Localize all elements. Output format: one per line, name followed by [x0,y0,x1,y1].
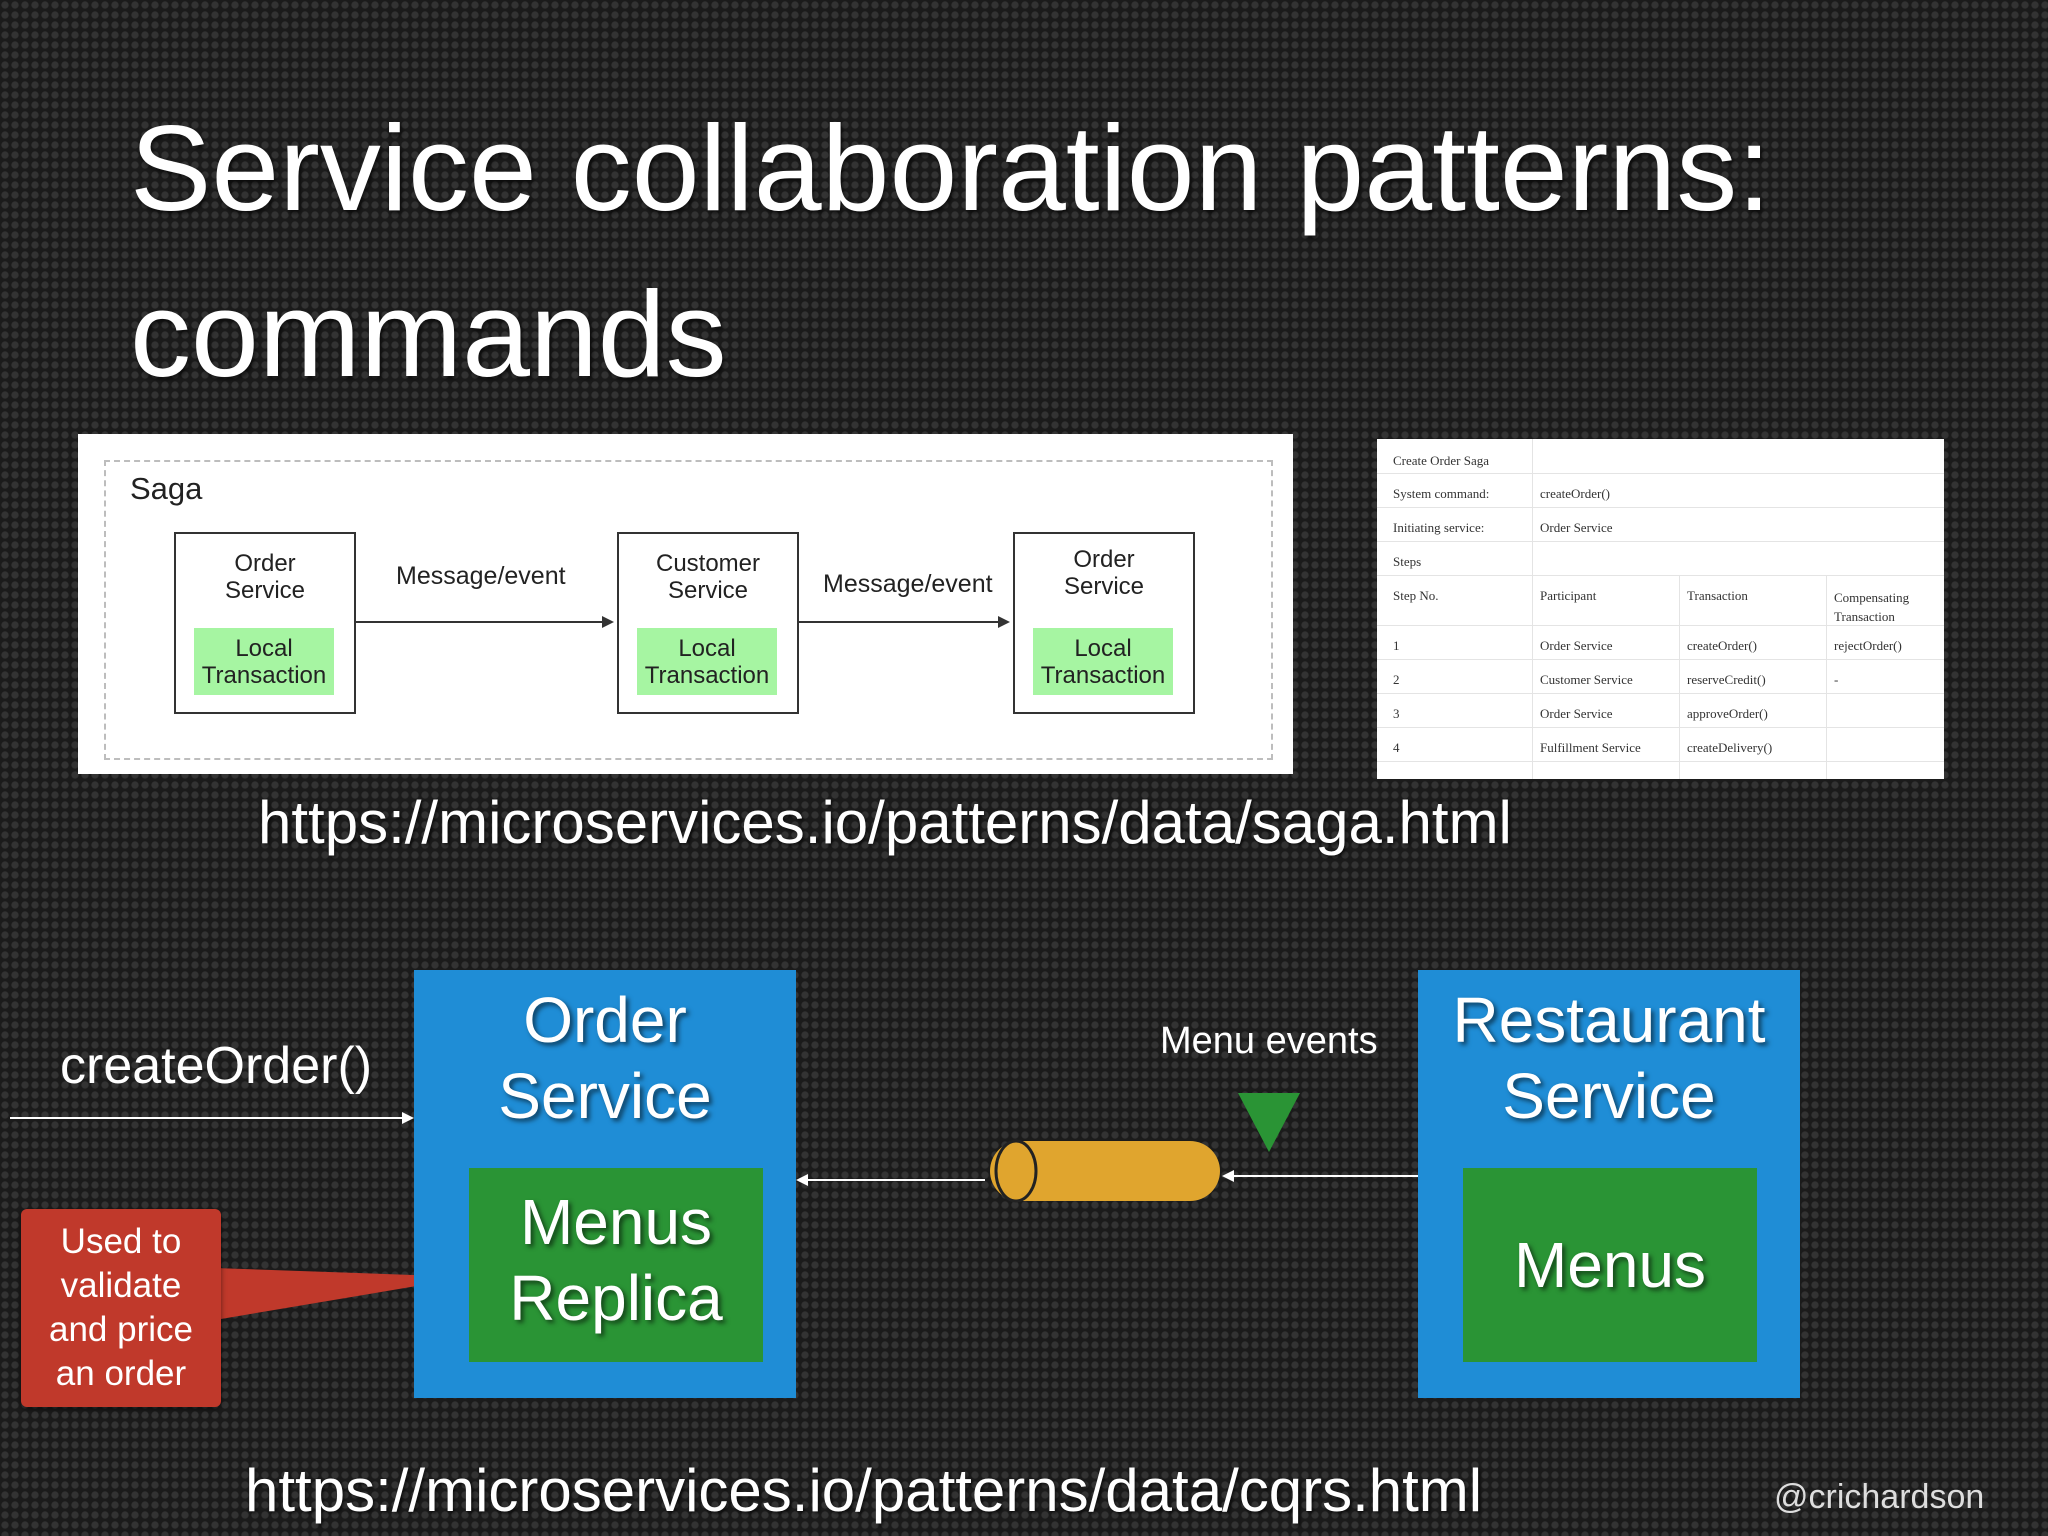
table-header: Step No. [1393,588,1439,603]
table-title: Create Order Saga [1393,453,1490,468]
cqrs-url-link[interactable]: https://microservices.io/patterns/data/c… [245,1457,1483,1524]
saga-url-link[interactable]: https://microservices.io/patterns/data/s… [258,789,1512,856]
table-header: Participant [1540,588,1597,603]
create-order-command-label: createOrder() [60,1037,373,1095]
menu-events-label: Menu events [1160,1020,1378,1062]
table-label: Initiating service: [1393,520,1485,535]
callout-note: Used to validate and price an order [21,1209,221,1407]
saga-table-image: Create Order Saga System command: create… [1377,439,1944,779]
saga-service-box: Order Service Local Transaction [1013,532,1195,714]
table-cell: 4 [1393,740,1400,755]
table-label: Steps [1393,554,1422,569]
table-cell: Order Service [1540,706,1613,721]
table-cell: Customer Service [1540,672,1633,687]
table-cell: createDelivery() [1687,740,1773,755]
local-transaction-label: Local Transaction [1033,628,1173,695]
saga-boundary [104,460,1273,760]
order-service-label: Order Service [498,984,712,1132]
table-cell: 2 [1393,672,1400,687]
restaurant-service-label: Restaurant Service [1452,984,1766,1132]
saga-service-name: Order Service [1063,546,1145,600]
saga-service-box: Order Service Local Transaction [174,532,356,714]
saga-diagram-image: Saga Order Service Local Transaction Cus… [78,434,1293,774]
message-channel-pipe [990,1141,1220,1201]
table-cell: rejectOrder() [1834,638,1902,653]
table-cell: reserveCredit() [1687,672,1766,687]
local-transaction-label: Local Transaction [637,628,777,695]
table-cell: approveOrder() [1687,706,1768,721]
menus-replica-box: Menus Replica [469,1168,763,1362]
order-service-box: Order Service Menus Replica [414,970,796,1398]
table-cell: Fulfillment Service [1540,740,1641,755]
saga-arrows [356,616,1010,628]
saga-arrow-label: Message/event [396,562,566,590]
table-cell: 1 [1393,638,1400,653]
table-value: createOrder() [1540,486,1610,501]
table-cell: createOrder() [1687,638,1757,653]
slide-title: Service collaboration patterns: commands [130,100,1772,402]
table-cell: - [1834,672,1839,687]
table-header: Transaction [1687,588,1748,603]
table-label: System command: [1393,486,1490,501]
saga-service-name: Order Service [224,550,306,604]
table-cell: 3 [1393,706,1400,721]
author-handle: @crichardson [1774,1478,1985,1516]
menus-replica-label: Menus Replica [509,1186,723,1334]
menus-label: Menus [1513,1229,1707,1301]
saga-service-name: Customer Service [655,550,761,604]
restaurant-service-box: Restaurant Service Menus [1418,970,1800,1398]
saga-label: Saga [130,471,203,506]
saga-service-box: Customer Service Local Transaction [617,532,799,714]
down-arrow-icon [1238,1093,1300,1152]
menus-box: Menus [1463,1168,1757,1362]
table-cell: Order Service [1540,638,1613,653]
table-value: Order Service [1540,520,1613,535]
table-header: Compensating Transaction [1834,590,1910,624]
local-transaction-label: Local Transaction [194,628,334,695]
saga-arrow-label: Message/event [823,570,993,598]
